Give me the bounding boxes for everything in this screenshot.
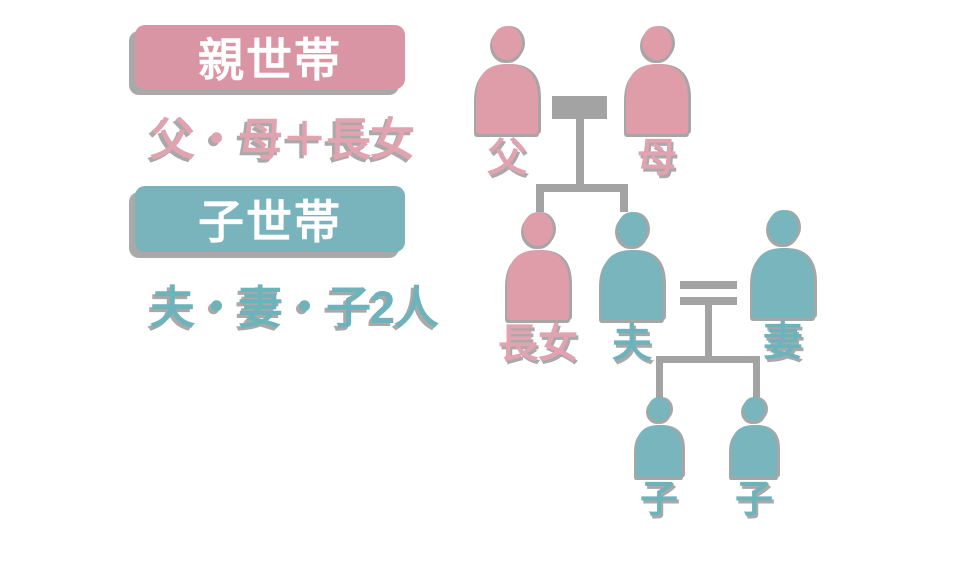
drop-line-to-child-2 [753, 363, 760, 399]
person-icon-child-2 [731, 397, 777, 477]
parents-marriage-bar [552, 96, 607, 119]
drop-line-to-eldest-daughter [536, 192, 544, 212]
person-label-child-1: 子 [639, 479, 679, 521]
couple-equals-bar-bottom [680, 297, 737, 305]
parents-children-crossbar [536, 184, 628, 192]
person-mother: 母 [623, 26, 691, 178]
person-label-husband: 夫 [612, 322, 652, 366]
parents-descent-stem [576, 118, 584, 188]
parent-household-badge: 親世帯 [135, 25, 405, 89]
person-father: 父 [473, 26, 541, 178]
child-household-members-text: 夫・妻・子2人 [150, 282, 439, 333]
person-eldest-daughter: 長女 [498, 212, 578, 364]
person-label-eldest-daughter: 長女 [498, 322, 578, 366]
child-household-badge: 子世帯 [135, 186, 405, 252]
person-wife: 妻 [749, 210, 817, 362]
person-husband: 夫 [598, 212, 666, 364]
person-icon-eldest-daughter [507, 212, 569, 320]
person-icon-wife [752, 210, 814, 318]
couple-descent-stem [705, 305, 712, 360]
person-icon-husband [601, 212, 663, 320]
couple-equals-bar-top [680, 281, 737, 289]
person-icon-father [476, 26, 538, 134]
couple-children-crossbar [656, 356, 760, 363]
drop-line-to-husband [620, 192, 628, 212]
person-child-2: 子 [729, 397, 779, 519]
person-label-wife: 妻 [763, 320, 803, 364]
person-label-mother: 母 [637, 136, 677, 180]
person-icon-mother [626, 26, 688, 134]
person-icon-child-1 [636, 397, 682, 477]
child-household-badge-label: 子世帯 [198, 196, 342, 248]
parent-household-members-text: 父・母＋長女 [150, 114, 415, 165]
person-label-father: 父 [487, 136, 527, 180]
person-child-1: 子 [634, 397, 684, 519]
parent-household-badge-label: 親世帯 [198, 34, 342, 86]
person-label-child-2: 子 [734, 479, 774, 521]
drop-line-to-child-1 [656, 363, 663, 399]
